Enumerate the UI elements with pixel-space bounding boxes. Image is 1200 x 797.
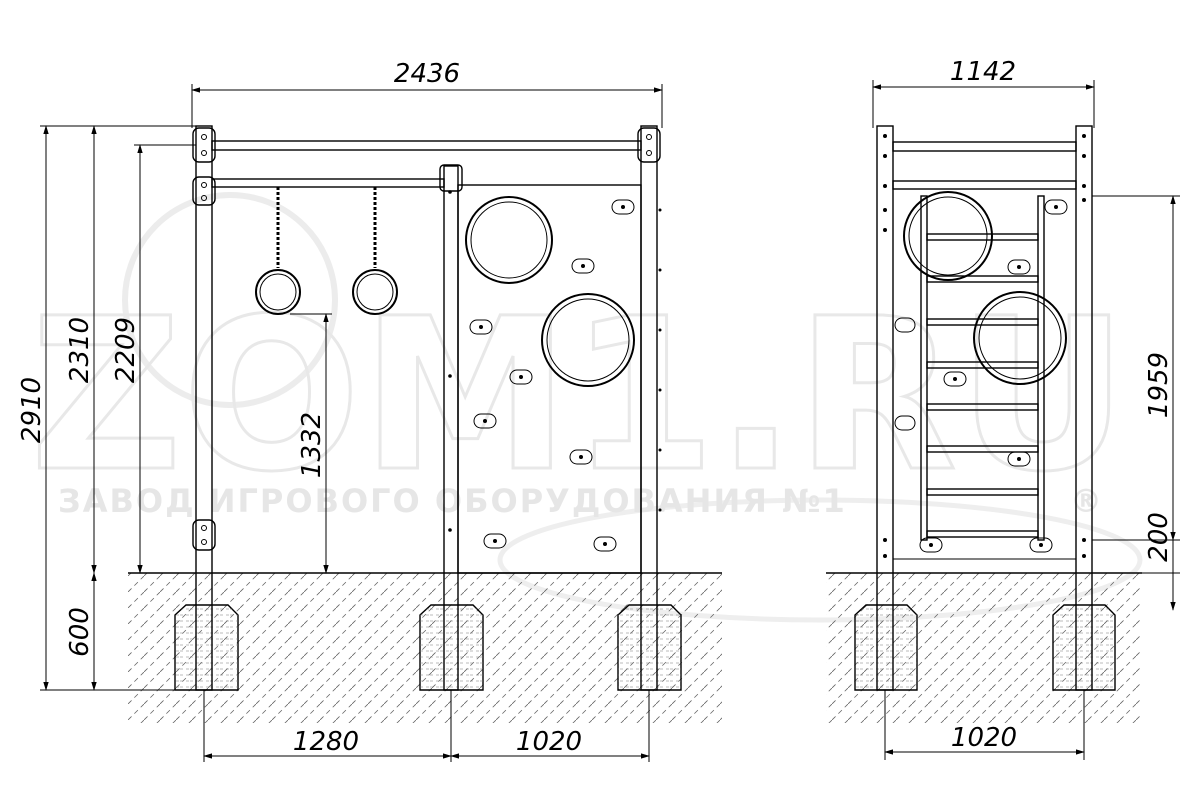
front-climbing-panel xyxy=(457,184,642,574)
front-foundation-right xyxy=(617,604,682,691)
side-post-bolts xyxy=(883,134,1086,558)
side-dimensions: 1142 1959 200 1020 xyxy=(872,57,1180,760)
dim-post-spacing: 1020 xyxy=(951,723,1017,753)
side-view: 1142 1959 200 1020 xyxy=(826,57,1180,760)
front-foundation-middle xyxy=(419,604,484,691)
front-bracket-crossbar xyxy=(192,176,216,206)
side-climbing-holds xyxy=(894,199,1068,553)
front-panel-hole-upper xyxy=(465,196,553,284)
side-ladder xyxy=(920,195,1045,541)
watermark-registered: ® xyxy=(1070,482,1104,520)
dim-total-height: 2910 xyxy=(17,377,47,443)
dim-rings-height: 1332 xyxy=(297,412,327,478)
front-dimensions: 2436 2910 2310 2209 1332 600 xyxy=(17,59,663,762)
front-panel-hole-lower xyxy=(541,293,635,387)
front-view: 2436 2910 2310 2209 1332 600 xyxy=(17,59,722,762)
front-gym-rings xyxy=(255,187,398,315)
side-top-bar xyxy=(892,141,1077,152)
dim-crossbar-height: 2209 xyxy=(111,317,141,383)
front-bracket-top-right xyxy=(637,127,661,163)
side-panel-hole-lower xyxy=(973,291,1067,385)
dim-span-right: 1020 xyxy=(516,727,582,757)
front-top-bar xyxy=(211,140,642,151)
dim-ladder-clearance: 200 xyxy=(1144,512,1174,562)
side-panel xyxy=(892,188,1077,560)
front-bracket-low xyxy=(192,519,216,551)
watermark-ring xyxy=(122,192,338,408)
dim-foundation-depth: 600 xyxy=(65,607,95,657)
side-foundation-left xyxy=(854,604,918,691)
side-panel-hole-upper xyxy=(903,191,993,281)
front-panel-bolts xyxy=(448,190,662,532)
side-crossbar xyxy=(892,180,1077,190)
dim-span-left: 1280 xyxy=(293,727,359,757)
dim-ladder-height: 1959 xyxy=(1144,352,1174,418)
dim-overall-width: 2436 xyxy=(394,59,460,89)
dim-top-bar-height: 2310 xyxy=(65,317,95,383)
side-foundation-right xyxy=(1052,604,1116,691)
front-climbing-holds xyxy=(469,199,635,552)
watermark-swoosh xyxy=(497,497,1143,623)
front-crossbar xyxy=(211,178,445,188)
dim-side-width: 1142 xyxy=(950,57,1016,87)
front-foundation-left xyxy=(174,604,239,691)
watermark-tagline: ЗАВОД ИГРОВОГО ОБОРУДОВАНИЯ №1 xyxy=(58,482,847,520)
